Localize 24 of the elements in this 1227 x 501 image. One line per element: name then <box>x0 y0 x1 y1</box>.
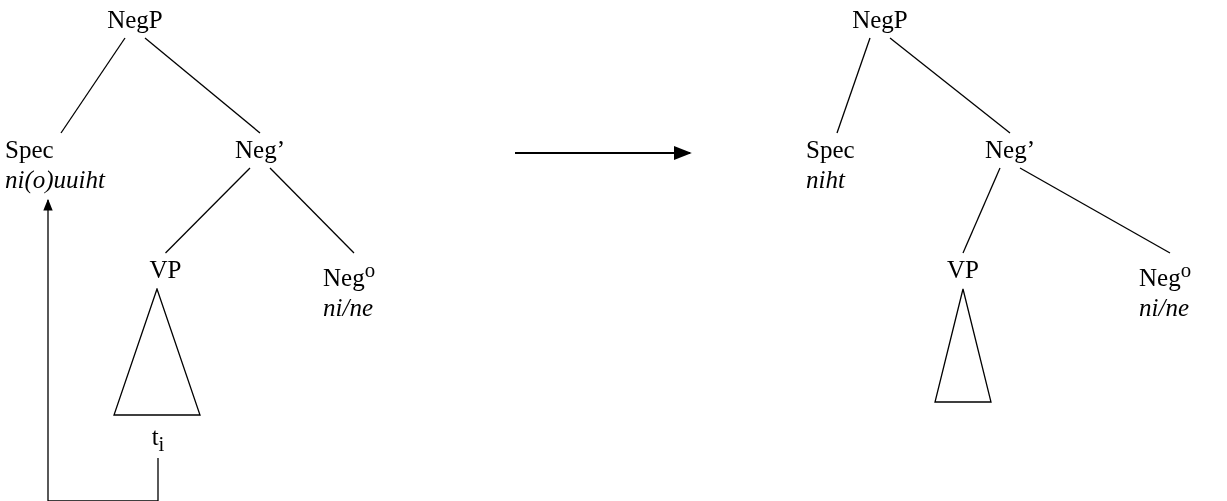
category-label: VP <box>946 255 980 285</box>
tree-branch <box>144 37 261 134</box>
movement-arrow <box>43 198 159 501</box>
category-label: Neg$^{o}$ <box>1139 257 1193 294</box>
word-form: ni/ne <box>323 293 374 324</box>
tree-branch <box>836 37 871 134</box>
tree-branch <box>889 37 1011 134</box>
word-form: ni(o)uuiht <box>5 165 107 195</box>
word-form: niht <box>806 165 847 195</box>
tree-branch <box>962 167 1001 254</box>
category-label: Neg$^{o}$ <box>323 257 377 294</box>
category-label: Neg’ <box>234 135 286 165</box>
tree-branch <box>269 167 355 254</box>
word-form: ni/ne <box>1139 293 1190 324</box>
category-label: Neg’ <box>984 135 1036 165</box>
category-label: VP <box>148 255 183 285</box>
category-label: NegP <box>851 5 909 35</box>
tree-branch <box>60 37 126 134</box>
category-label: Spec <box>5 135 55 165</box>
category-label: NegP <box>106 5 164 35</box>
tree-branch <box>164 167 251 254</box>
category-label: Spec <box>806 135 856 165</box>
tree-branch <box>1019 167 1171 254</box>
category-label: t$_{i}$ <box>150 422 166 458</box>
